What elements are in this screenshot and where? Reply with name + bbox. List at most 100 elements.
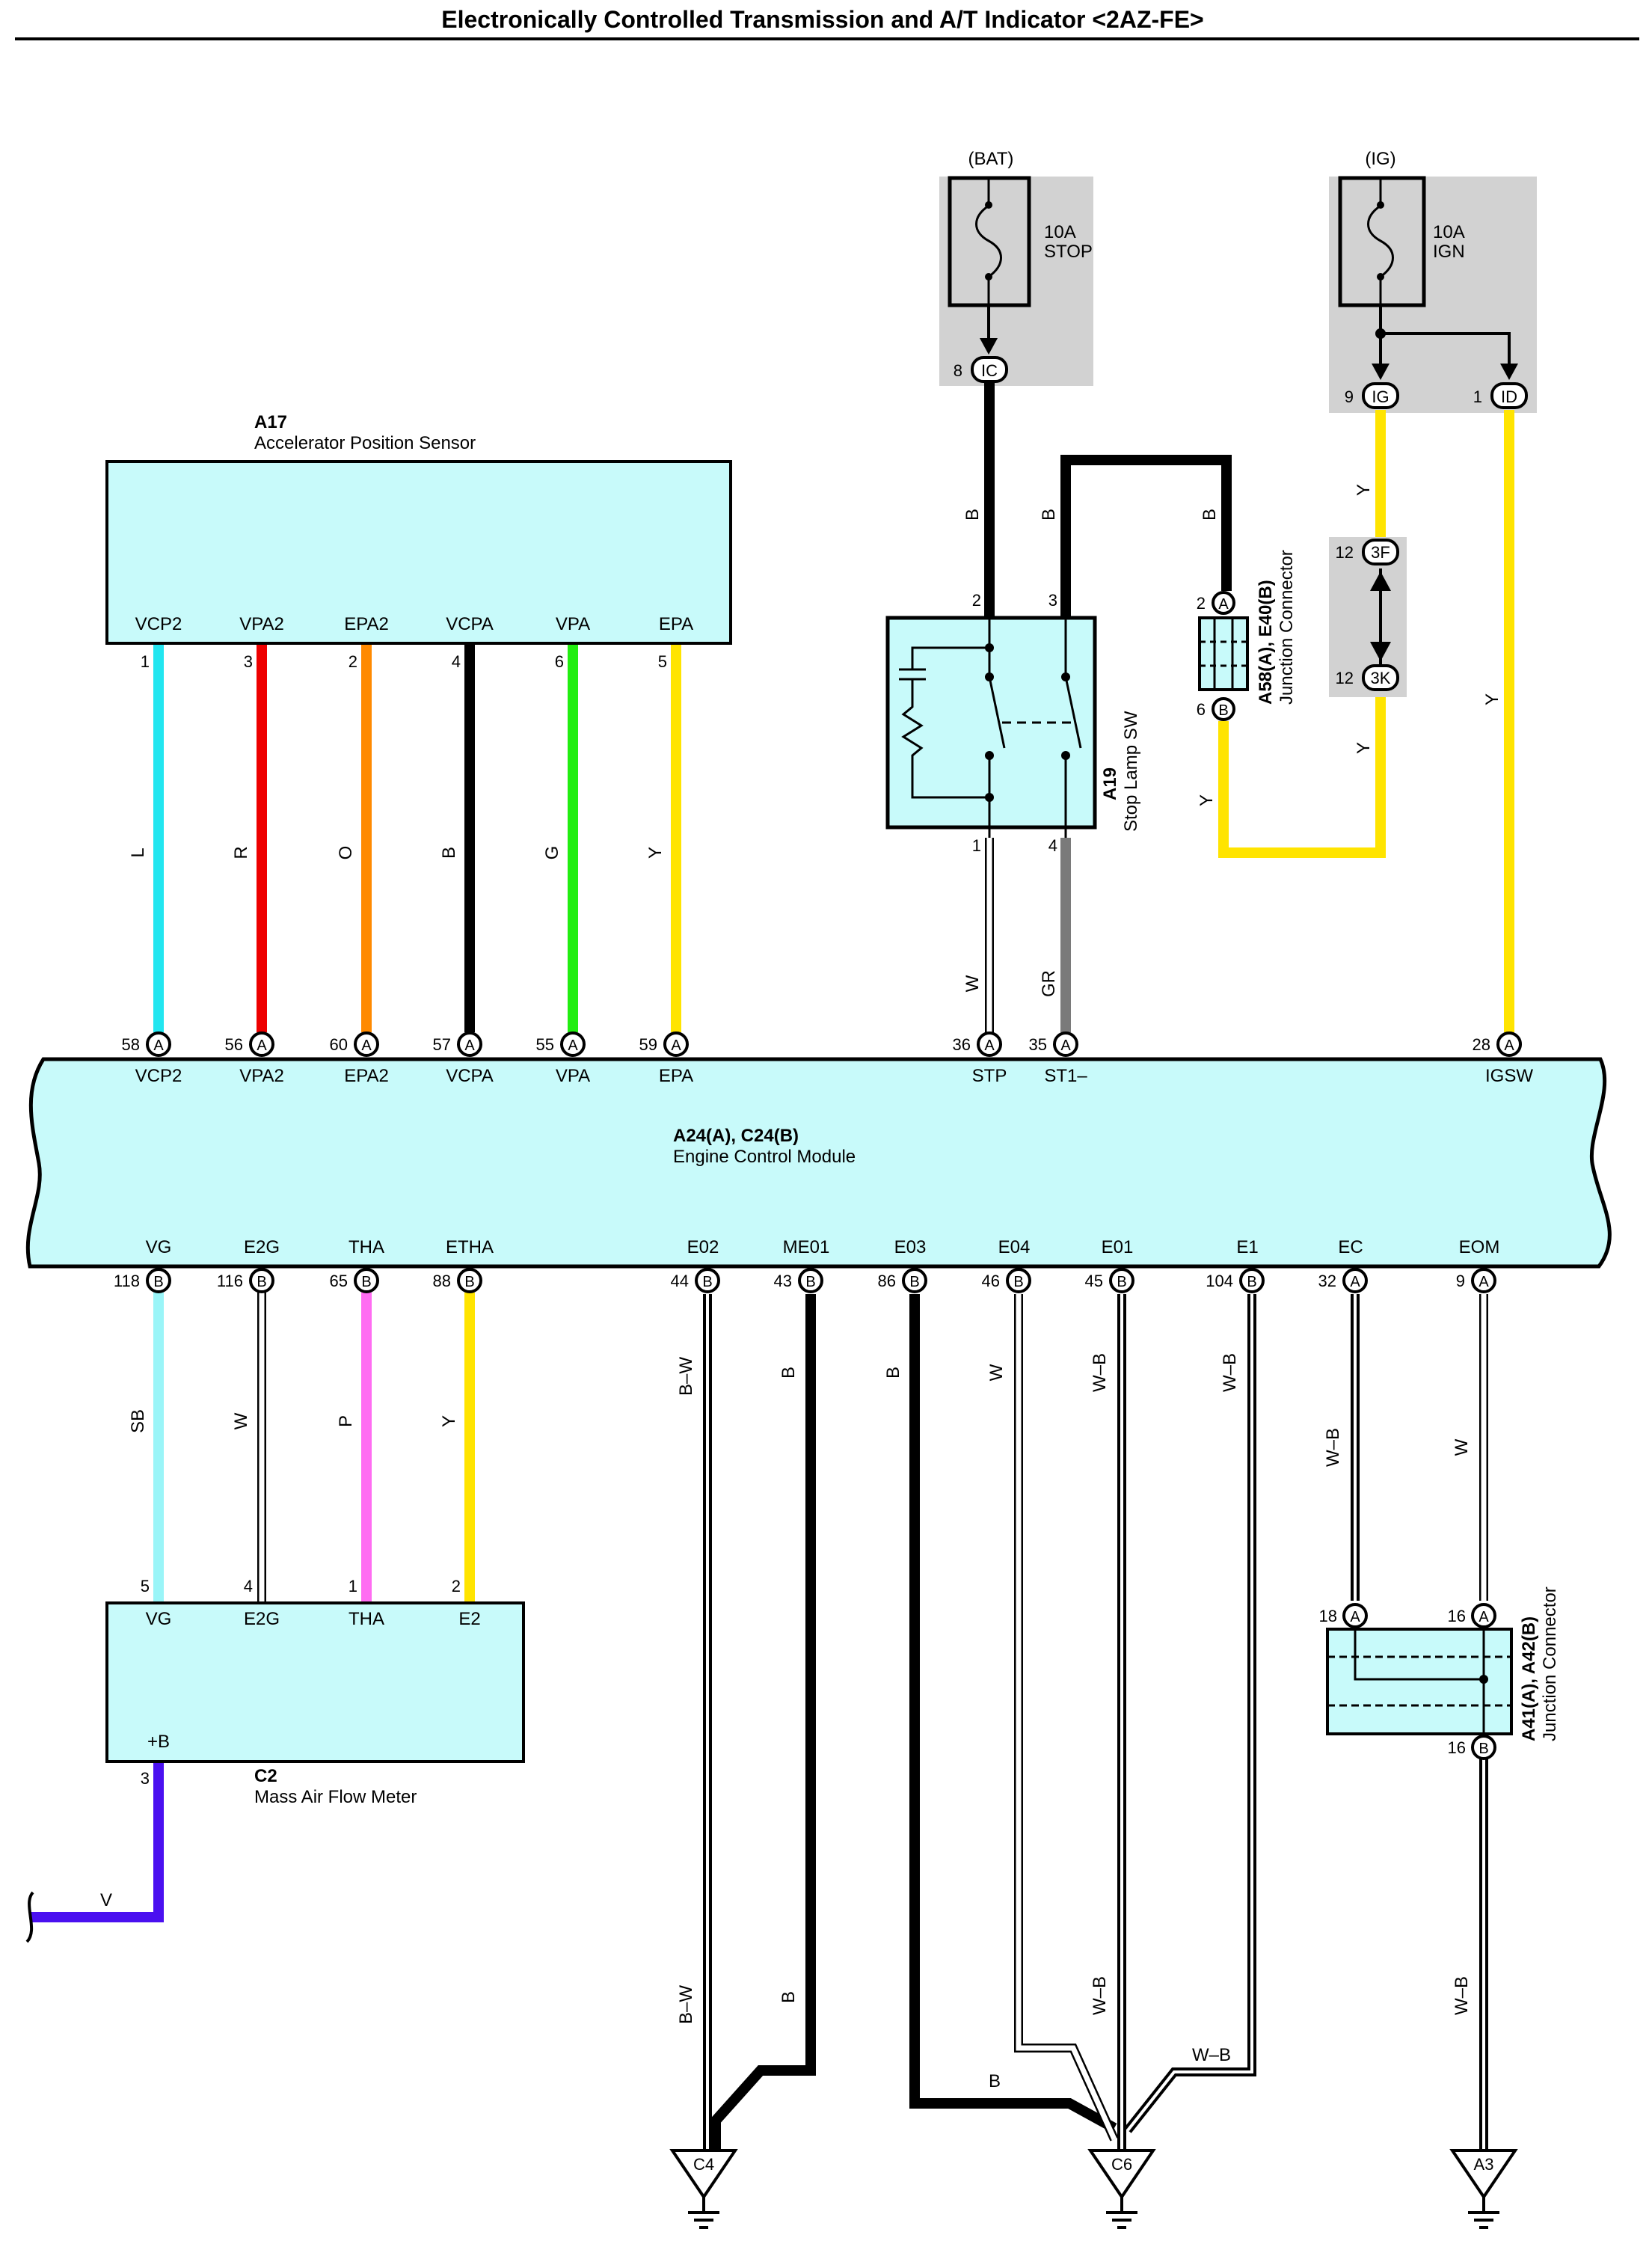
a19-dot-3 bbox=[985, 751, 994, 760]
ecm-pin-ec bbox=[1342, 1268, 1368, 1293]
ecm-pin-e2g bbox=[249, 1268, 274, 1293]
ground-c6-icon bbox=[1087, 2149, 1156, 2229]
wire-e02-color: B–W bbox=[676, 1357, 696, 1396]
a19-pin1: 1 bbox=[972, 836, 981, 855]
ecm-pin-vpa2 bbox=[249, 1031, 274, 1057]
a19-switch-symbol bbox=[899, 618, 1082, 838]
ig-arrow-icon-1 bbox=[1372, 364, 1390, 380]
ecm-pin-st1 bbox=[1053, 1031, 1078, 1057]
ecm-pin-e03 bbox=[902, 1268, 927, 1293]
ecm-pin-stp bbox=[977, 1031, 1002, 1057]
wire-a17-vcpa-color: B bbox=[439, 847, 459, 859]
wire-e02-color-lower: B–W bbox=[676, 1985, 696, 2024]
ecm-pin-epa-conn: A bbox=[671, 1037, 681, 1054]
c2-pin-vg: 5 bbox=[141, 1577, 150, 1595]
wire-e1-color: W–B bbox=[1220, 1353, 1240, 1392]
wire-c2-etha-color: Y bbox=[439, 1415, 459, 1427]
ig-arrow-icon-2 bbox=[1500, 364, 1518, 380]
a17-pin-vpa: 6 bbox=[555, 652, 564, 671]
ecm-pin-epa bbox=[663, 1031, 689, 1057]
ecm-pin-tha bbox=[354, 1268, 379, 1293]
ig-conn-ig-label: IG bbox=[1372, 387, 1389, 406]
ecm-pin-vpa2-conn: A bbox=[257, 1037, 267, 1054]
ecm-pin-vpa-conn: A bbox=[568, 1037, 578, 1054]
ecm-pin-e1-num: 104 bbox=[1206, 1272, 1233, 1290]
c2-pin-tha: 1 bbox=[348, 1577, 357, 1595]
ig-fuse-dot-top bbox=[1377, 201, 1384, 209]
a41-pin-a2: 16 bbox=[1448, 1607, 1466, 1625]
ig-fuse-name: IGN bbox=[1433, 242, 1465, 262]
c2-code: C2 bbox=[254, 1766, 277, 1786]
wire-e01-color-lower: W–B bbox=[1090, 1976, 1110, 2015]
wire-sw3-to-a58 bbox=[1060, 455, 1232, 618]
ecm-term-e02: E02 bbox=[687, 1237, 719, 1257]
a19-dot-5 bbox=[1061, 672, 1070, 681]
ig-fuse-symbol bbox=[1367, 178, 1394, 305]
a58-internal bbox=[1200, 618, 1247, 690]
ig-fuse-dot-bot bbox=[1377, 273, 1384, 280]
page-title: Electronically Controlled Transmission a… bbox=[441, 6, 1203, 33]
ecm-name: Engine Control Module bbox=[673, 1147, 856, 1167]
ecm-term-e1: E1 bbox=[1236, 1237, 1258, 1257]
wire-igsw-color: Y bbox=[1482, 693, 1502, 705]
ecm-pin-ec-conn: A bbox=[1350, 1274, 1360, 1290]
bat-fuse-dot-bot bbox=[985, 273, 992, 280]
ecm-pin-vpa bbox=[560, 1031, 586, 1057]
ecm-pin-vcp2-num: 58 bbox=[122, 1035, 140, 1054]
ecm-pin-eom bbox=[1471, 1268, 1496, 1293]
c2-plusb-num: 3 bbox=[141, 1769, 150, 1788]
wire-bat-color: B bbox=[962, 509, 983, 521]
a17-term-vcp2: VCP2 bbox=[135, 614, 182, 634]
a58-pin-top: 2 bbox=[1197, 594, 1206, 613]
ig-fuse-gray-box bbox=[1329, 177, 1537, 413]
c2-plusb-term: +B bbox=[147, 1732, 170, 1752]
ecm-component-box bbox=[25, 1057, 1612, 1269]
ecm-pin-vpa2-num: 56 bbox=[225, 1035, 243, 1054]
c2-name: Mass Air Flow Meter bbox=[254, 1787, 417, 1807]
ecm-pin-e1-conn: B bbox=[1247, 1274, 1256, 1290]
bat-fuse-dot-top bbox=[985, 201, 992, 209]
ecm-pin-e04 bbox=[1006, 1268, 1031, 1293]
ground-c4-label: C4 bbox=[693, 2155, 714, 2174]
a17-term-vcpa: VCPA bbox=[446, 614, 494, 634]
wire-ec-color: W–B bbox=[1323, 1428, 1343, 1467]
a41-code: A41(A), A42(B) bbox=[1519, 1616, 1539, 1741]
ig-branch bbox=[1381, 332, 1511, 370]
ecm-pin-epa2-conn: A bbox=[361, 1037, 372, 1054]
a58-pin-bot: 6 bbox=[1197, 700, 1206, 719]
ecm-bottom-pin-group: VGB118E2GB116THAB65ETHAB88E02B44ME01B43E… bbox=[114, 1237, 1499, 1293]
ecm-pin-st1-num: 35 bbox=[1029, 1035, 1047, 1054]
ground-c6-label: C6 bbox=[1111, 2155, 1132, 2174]
ecm-pin-vcpa-conn: A bbox=[464, 1037, 475, 1054]
wire-c2-plusb-color: V bbox=[100, 1890, 112, 1910]
bat-arrow-icon bbox=[980, 338, 998, 355]
a17-code: A17 bbox=[254, 412, 287, 432]
ecm-pin-eom-conn: A bbox=[1478, 1274, 1489, 1290]
a41-name: Junction Connector bbox=[1540, 1587, 1560, 1741]
a19-dot-1 bbox=[985, 643, 994, 652]
wire-a58-out-color: Y bbox=[1197, 794, 1217, 806]
jc3-conn-3k bbox=[1362, 664, 1399, 691]
jc3-arrow-up-icon bbox=[1370, 571, 1391, 591]
wire-me01-ground bbox=[710, 1294, 816, 2150]
jc3-conn-3f-label: 3F bbox=[1371, 543, 1390, 562]
ig-fuse-amp: 10A bbox=[1433, 222, 1465, 242]
a41-pin-a1: 18 bbox=[1319, 1607, 1337, 1625]
ecm-term-vpa2: VPA2 bbox=[239, 1066, 284, 1086]
ecm-pin-st1-conn: A bbox=[1060, 1037, 1071, 1054]
c2-term-tha: THA bbox=[348, 1609, 384, 1629]
ecm-pin-epa2-num: 60 bbox=[330, 1035, 348, 1054]
ecm-term-vg: VG bbox=[146, 1237, 172, 1257]
ecm-pin-e02-conn: B bbox=[702, 1274, 712, 1290]
ecm-pin-igsw bbox=[1496, 1031, 1522, 1057]
ecm-pin-etha-conn: B bbox=[464, 1274, 474, 1290]
a17-pin-epa: 5 bbox=[658, 652, 667, 671]
ecm-pin-epa-num: 59 bbox=[639, 1035, 657, 1054]
wire-a17-epa-color: Y bbox=[645, 847, 666, 859]
a17-term-vpa2: VPA2 bbox=[239, 614, 284, 634]
wire-c2-e2g-color: W bbox=[231, 1412, 251, 1429]
c2-component-box bbox=[105, 1601, 525, 1763]
